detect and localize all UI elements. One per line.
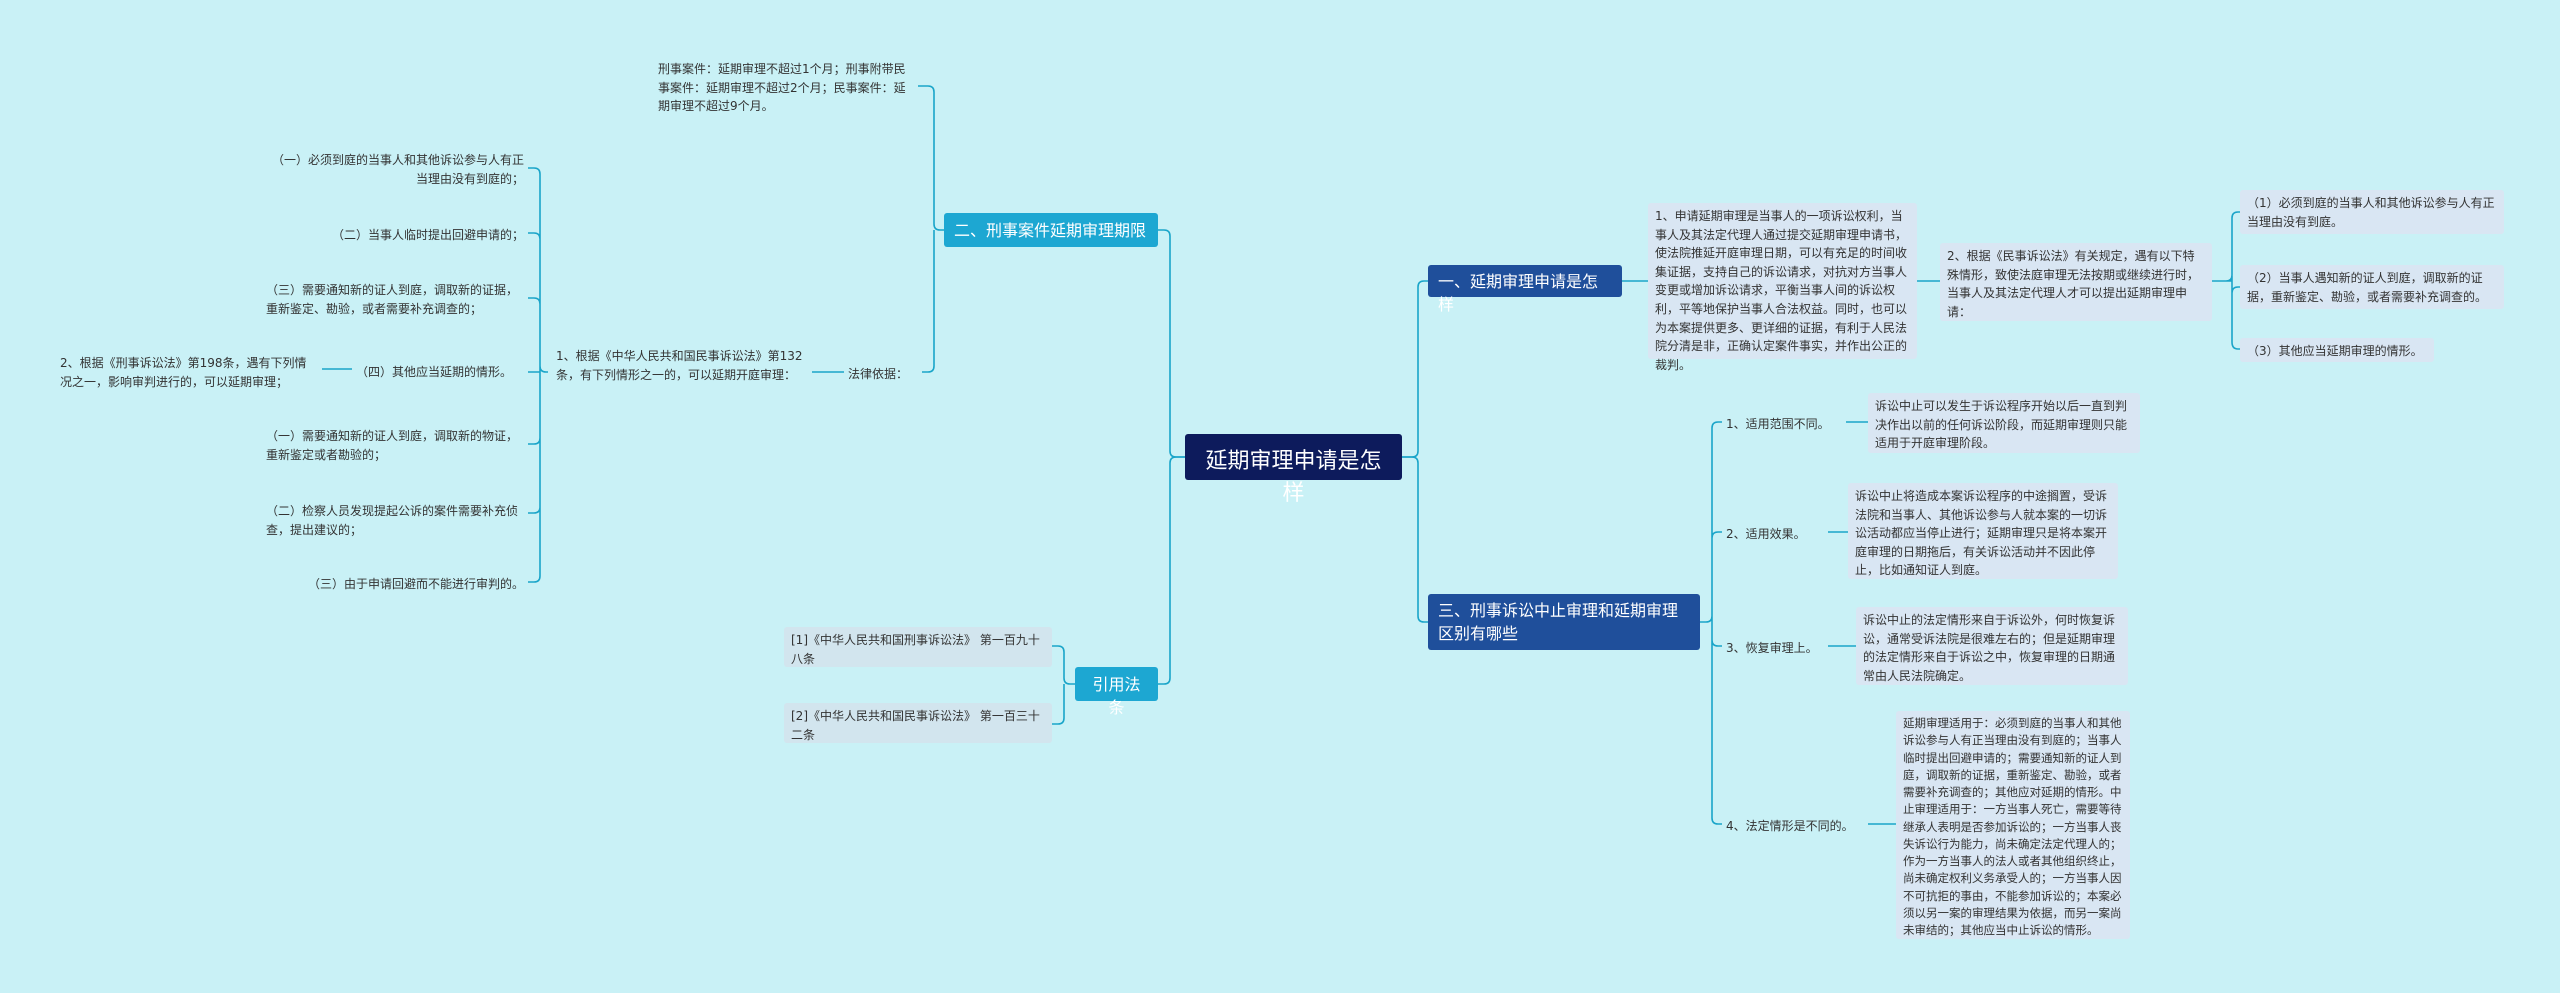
- s1-description: 1、申请延期审理是当事人的一项诉讼权利，当事人及其法定代理人通过提交延期审理申请…: [1648, 203, 1917, 372]
- section-3-title[interactable]: 三、刑事诉讼中止审理和延期审理区别有哪些: [1428, 594, 1700, 650]
- s2-left-item-6: （二）检察人员发现提起公诉的案件需要补充侦查，提出建议的；: [266, 504, 519, 537]
- section-2-title[interactable]: 二、刑事案件延期审理期限: [944, 213, 1158, 247]
- connector-p2-items: [2212, 211, 2240, 350]
- s2-basis-label: 法律依据：: [848, 367, 909, 381]
- s2-basis-text: 1、根据《中华人民共和国民事诉讼法》第132条，有下列情形之一的，可以延期开庭审…: [556, 349, 803, 382]
- connector-root-s1: [1402, 280, 1428, 458]
- s3-item-2-label: 2、适用效果。: [1726, 527, 1806, 541]
- root-topic[interactable]: 延期审理申请是怎样: [1185, 434, 1402, 506]
- ref-item-2[interactable]: [2]《中华人民共和国民事诉讼法》 第一百三十二条: [784, 703, 1052, 743]
- connector-basis-items: [528, 167, 548, 583]
- s2-left-item-7: （三）由于申请回避而不能进行审判的。: [307, 577, 524, 591]
- s2-note: 2、根据《刑事诉讼法》第198条，遇有下列情况之一，影响审判进行的，可以延期审理…: [60, 356, 307, 389]
- s3-item-4-label: 4、法定情形是不同的。: [1726, 819, 1854, 833]
- s1-paragraph-2: 2、根据《民事诉讼法》有关规定，遇有以下特殊情形，致使法庭审理无法按期或继续进行…: [1940, 243, 2212, 321]
- connector-root-s3: [1402, 456, 1428, 623]
- s2-limit-text: 刑事案件：延期审理不超过1个月；刑事附带民事案件：延期审理不超过2个月；民事案件…: [658, 62, 906, 114]
- s3-item-1-label: 1、适用范围不同。: [1726, 417, 1830, 431]
- s1-item-3: （3）其他应当延期审理的情形。: [2240, 338, 2434, 362]
- section-1-title[interactable]: 一、延期审理申请是怎样: [1428, 265, 1622, 314]
- connector-refs-items: [1052, 645, 1075, 725]
- s3-item-3-label: 3、恢复审理上。: [1726, 641, 1818, 655]
- connector-s2-children: [918, 85, 944, 373]
- s3-item-3-text: 诉讼中止的法定情形来自于诉讼外，何时恢复诉讼，通常受诉法院是很难左右的；但是延期…: [1856, 607, 2128, 685]
- s2-left-item-1: （一）必须到庭的当事人和其他诉讼参与人有正当理由没有到庭的；: [271, 153, 524, 186]
- ref-item-1[interactable]: [1]《中华人民共和国刑事诉讼法》 第一百九十八条: [784, 627, 1052, 667]
- s3-item-2-text: 诉讼中止将造成本案诉讼程序的中途搁置，受诉法院和当事人、其他诉讼参与人就本案的一…: [1848, 483, 2118, 579]
- refs-title[interactable]: 引用法条: [1075, 667, 1158, 717]
- s1-item-2: （2）当事人遇知新的证人到庭，调取新的证据，重新鉴定、勘验，或者需要补充调查的。: [2240, 265, 2504, 309]
- s1-item-1: （1）必须到庭的当事人和其他诉讼参与人有正当理由没有到庭。: [2240, 190, 2504, 234]
- s2-left-item-4: （四）其他应当延期的情形。: [356, 365, 513, 379]
- connector-root-s2: [1158, 229, 1185, 458]
- s2-left-item-3: （三）需要通知新的证人到庭，调取新的证据，重新鉴定、勘验，或者需要补充调查的；: [266, 283, 519, 316]
- s2-left-item-2: （二）当事人临时提出回避申请的；: [331, 228, 524, 242]
- connector-root-refs: [1158, 456, 1185, 685]
- s3-item-1-text: 诉讼中止可以发生于诉讼程序开始以后一直到判决作出以前的任何诉讼阶段，而延期审理则…: [1868, 393, 2140, 453]
- connector-s3-items: [1700, 421, 1722, 825]
- s3-item-4-text: 延期审理适用于：必须到庭的当事人和其他诉讼参与人有正当理由没有到庭的；当事人临时…: [1896, 711, 2130, 939]
- s2-left-item-5: （一）需要通知新的证人到庭，调取新的物证，重新鉴定或者勘验的；: [266, 429, 519, 462]
